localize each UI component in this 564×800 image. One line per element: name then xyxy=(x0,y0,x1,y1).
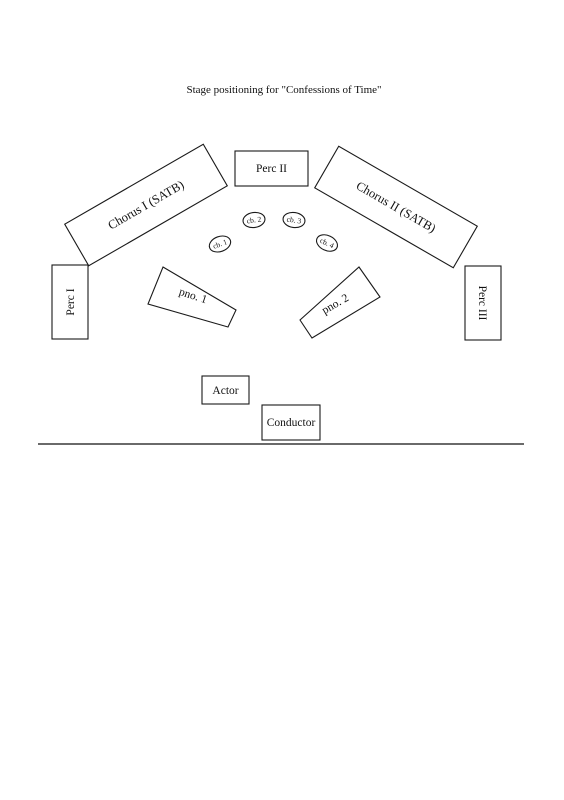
actor-box xyxy=(201,375,250,405)
pno-2-shape xyxy=(299,266,381,339)
cb-3-label: cb. 3 xyxy=(286,215,302,226)
cb-4-position: cb. 4 xyxy=(315,234,339,252)
cb-2-ellipse xyxy=(242,211,266,229)
pno-2-position: pno. 2 xyxy=(299,266,381,339)
perc-iii-box xyxy=(464,265,502,341)
perc-ii-position: Perc II xyxy=(234,150,309,187)
conductor-label: Conductor xyxy=(267,417,316,429)
conductor-box xyxy=(261,404,321,441)
perc-iii-position: Perc III xyxy=(464,265,502,341)
actor-position: Actor xyxy=(201,375,250,405)
perc-i-box xyxy=(51,264,89,340)
perc-ii-label: Perc II xyxy=(256,163,287,175)
cb-3-ellipse xyxy=(282,211,306,229)
chorus-ii-position: Chorus II (SATB) xyxy=(313,145,479,269)
cb-1-ellipse xyxy=(208,235,232,253)
actor-label: Actor xyxy=(212,385,238,397)
perc-i-position: Perc I xyxy=(51,264,89,340)
chorus-i-position: Chorus I (SATB) xyxy=(63,143,229,267)
conductor-position: Conductor xyxy=(261,404,321,441)
cb-2-position: cb. 2 xyxy=(242,211,266,229)
perc-i-label: Perc I xyxy=(65,288,77,315)
cb-2-label: cb. 2 xyxy=(246,214,262,225)
cb-1-position: cb. 1 xyxy=(208,235,232,253)
pno-1-position: pno. 1 xyxy=(147,266,237,328)
chorus-ii-box xyxy=(313,145,479,269)
cb-4-ellipse xyxy=(315,234,339,252)
pno-1-shape xyxy=(147,266,237,328)
cb-3-position: cb. 3 xyxy=(282,211,306,229)
diagram-title: Stage positioning for "Confessions of Ti… xyxy=(186,84,381,96)
chorus-i-box xyxy=(63,143,229,267)
perc-ii-box xyxy=(234,150,309,187)
perc-iii-label: Perc III xyxy=(476,286,488,321)
